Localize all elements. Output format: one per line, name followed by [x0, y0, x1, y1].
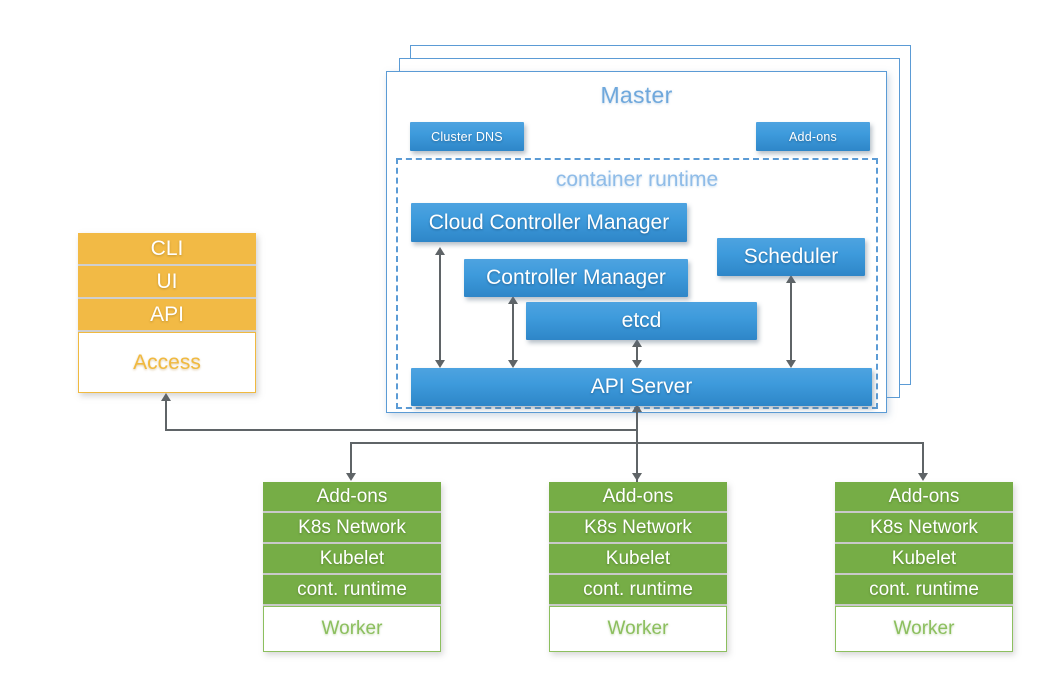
line-worker-1	[350, 442, 352, 475]
worker-2-layer-runtime[interactable]: cont. runtime	[549, 575, 727, 606]
worker-3-footer: Worker	[835, 606, 1013, 652]
access-layer-ui[interactable]: UI	[78, 266, 256, 299]
worker-2-layer-kubelet[interactable]: Kubelet	[549, 544, 727, 575]
master-title: Master	[600, 82, 673, 108]
cloud-controller-manager-box[interactable]: Cloud Controller Manager	[411, 203, 687, 242]
line-etcd	[636, 347, 638, 360]
scheduler-box[interactable]: Scheduler	[717, 238, 865, 276]
arrow-ccm-down	[435, 360, 445, 368]
worker-node-1: Add-ons K8s Network Kubelet cont. runtim…	[263, 482, 441, 652]
worker-1-footer: Worker	[263, 606, 441, 652]
worker-1-layer-network[interactable]: K8s Network	[263, 513, 441, 544]
arrow-cm-down	[508, 360, 518, 368]
arrow-to-access	[161, 393, 171, 401]
worker-2-layer-addons[interactable]: Add-ons	[549, 482, 727, 513]
arrow-apiserver-bottom	[632, 404, 642, 412]
worker-node-3: Add-ons K8s Network Kubelet cont. runtim…	[835, 482, 1013, 652]
arrow-scheduler-up	[786, 275, 796, 283]
arrow-etcd-up	[632, 339, 642, 347]
worker-1-layer-kubelet[interactable]: Kubelet	[263, 544, 441, 575]
arrow-cm-up	[508, 296, 518, 304]
line-apiserver-down	[636, 412, 638, 482]
access-stack: CLI UI API Access	[78, 233, 256, 393]
worker-3-layer-kubelet[interactable]: Kubelet	[835, 544, 1013, 575]
etcd-box[interactable]: etcd	[526, 302, 757, 340]
api-server-box[interactable]: API Server	[411, 368, 872, 406]
arrow-scheduler-down	[786, 360, 796, 368]
worker-3-layer-addons[interactable]: Add-ons	[835, 482, 1013, 513]
arrow-to-worker-1	[346, 473, 356, 481]
worker-3-layer-runtime[interactable]: cont. runtime	[835, 575, 1013, 606]
line-ccm	[439, 255, 441, 360]
arrow-etcd-down	[632, 360, 642, 368]
arrow-to-worker-3	[918, 473, 928, 481]
line-access-horizontal	[165, 429, 638, 431]
line-scheduler	[790, 283, 792, 360]
access-footer: Access	[78, 332, 256, 393]
worker-2-layer-network[interactable]: K8s Network	[549, 513, 727, 544]
worker-1-layer-runtime[interactable]: cont. runtime	[263, 575, 441, 606]
line-worker-3	[922, 442, 924, 475]
worker-2-footer: Worker	[549, 606, 727, 652]
line-worker-bus	[350, 442, 924, 444]
access-layer-api[interactable]: API	[78, 299, 256, 332]
cluster-dns-box[interactable]: Cluster DNS	[410, 122, 524, 151]
arrow-to-worker-2	[632, 473, 642, 481]
container-runtime-title: container runtime	[555, 168, 719, 191]
line-access-vertical	[165, 400, 167, 430]
master-add-ons-box[interactable]: Add-ons	[756, 122, 870, 151]
arrow-ccm-up	[435, 247, 445, 255]
worker-1-layer-addons[interactable]: Add-ons	[263, 482, 441, 513]
worker-node-2: Add-ons K8s Network Kubelet cont. runtim…	[549, 482, 727, 652]
controller-manager-box[interactable]: Controller Manager	[464, 259, 688, 297]
worker-3-layer-network[interactable]: K8s Network	[835, 513, 1013, 544]
line-cm	[512, 304, 514, 360]
access-layer-cli[interactable]: CLI	[78, 233, 256, 266]
